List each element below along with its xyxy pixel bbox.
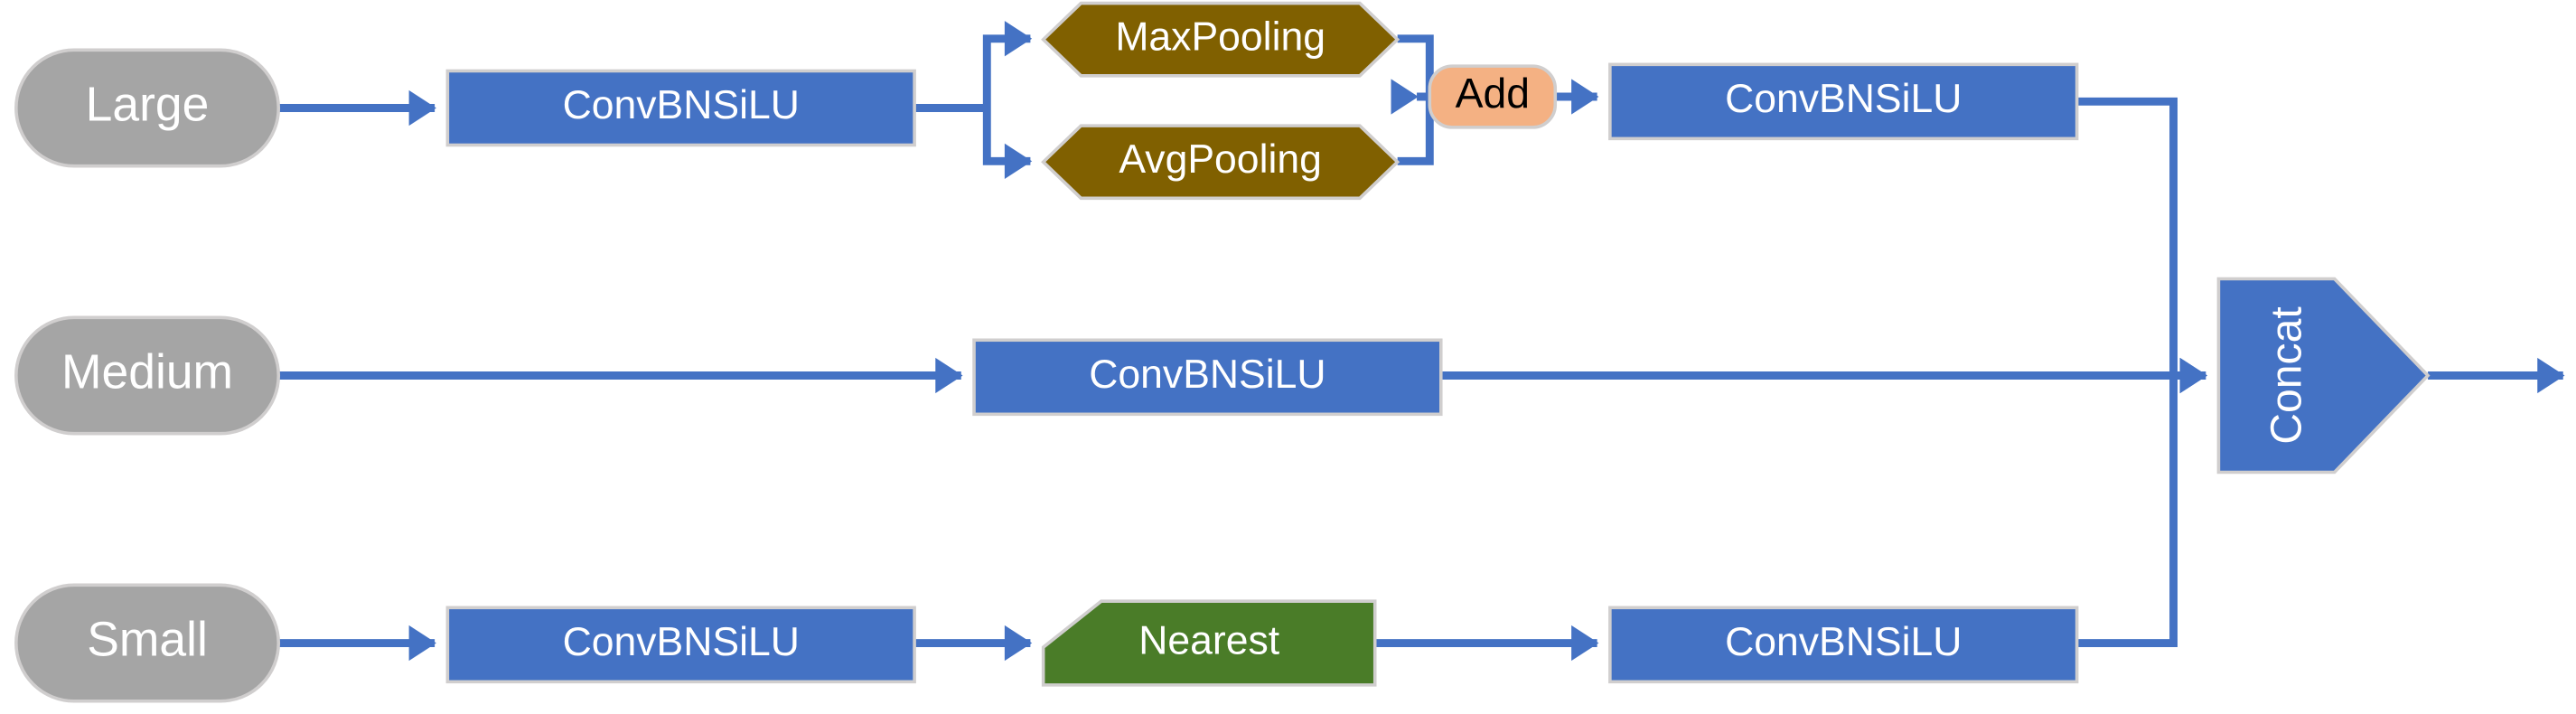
connector-e-small-up — [2076, 357, 2207, 647]
node-conv-small-1[interactable]: ConvBNSiLU — [445, 606, 916, 684]
arrowhead-icon — [408, 89, 436, 127]
connector-e-avg-merge — [1397, 96, 1434, 165]
node-conv-small-2[interactable]: ConvBNSiLU — [1608, 606, 2079, 684]
node-maxpooling[interactable]: MaxPooling — [1041, 1, 1400, 78]
connector-line — [1397, 96, 1434, 165]
node-avgpooling[interactable]: AvgPooling — [1041, 124, 1400, 201]
node-shape-rect[interactable] — [1608, 606, 2079, 684]
edge-layer — [278, 21, 2565, 662]
connector-line — [2076, 371, 2206, 647]
connector-line — [2076, 97, 2206, 380]
connector-e-concat-out — [2428, 357, 2565, 394]
arrowhead-icon — [1004, 21, 1033, 57]
node-shape-hexagon[interactable] — [1041, 1, 1400, 78]
node-shape-rounded-rect[interactable] — [1428, 64, 1558, 129]
node-input-small[interactable]: Small — [14, 583, 281, 703]
connector-e-large-down — [2076, 97, 2207, 394]
connector-e-max-merge — [1391, 34, 1434, 115]
node-conv-medium[interactable]: ConvBNSiLU — [972, 338, 1443, 417]
arrowhead-icon — [935, 357, 963, 394]
connector-e-near-conv — [1374, 625, 1599, 662]
node-shape-pentagon-right[interactable] — [2216, 277, 2431, 474]
arrowhead-icon — [2179, 357, 2207, 394]
connector-e-small-near — [914, 625, 1033, 662]
connector-line — [1397, 34, 1434, 101]
node-shape-rounded-rect[interactable] — [14, 583, 281, 703]
connector-e-large-in — [278, 89, 436, 127]
node-shape-rect[interactable] — [1608, 62, 2079, 141]
connector-e-small-in — [278, 625, 436, 662]
arrowhead-icon — [1571, 79, 1599, 115]
connector-e-split-avg — [982, 108, 1033, 179]
connector-e-split-max — [982, 21, 1033, 108]
node-shape-rect[interactable] — [445, 69, 916, 147]
node-add[interactable]: Add — [1428, 64, 1558, 129]
node-input-large[interactable]: Large — [14, 48, 281, 168]
arrowhead-icon — [1004, 625, 1033, 662]
connector-e-add-conv — [1555, 79, 1599, 115]
arrowhead-icon — [1571, 625, 1599, 662]
node-conv-large-1[interactable]: ConvBNSiLU — [445, 69, 916, 147]
arrowhead-icon — [1391, 79, 1419, 115]
node-shape-rect[interactable] — [445, 606, 916, 684]
connector-e-medium-in — [278, 357, 963, 394]
node-concat[interactable]: Concat — [2216, 277, 2431, 474]
node-input-medium[interactable]: Medium — [14, 315, 281, 436]
node-shape-rect[interactable] — [972, 338, 1443, 417]
arrowhead-icon — [2537, 357, 2565, 394]
node-conv-large-2[interactable]: ConvBNSiLU — [1608, 62, 2079, 141]
node-shape-hexagon[interactable] — [1041, 124, 1400, 201]
arrowhead-icon — [408, 625, 436, 662]
node-shape-trapezoid[interactable] — [1041, 599, 1377, 687]
node-shape-rounded-rect[interactable] — [14, 315, 281, 436]
node-nearest[interactable]: Nearest — [1041, 599, 1377, 687]
connector-e-medium-out — [1440, 357, 2207, 394]
arrowhead-icon — [1004, 143, 1033, 179]
node-shape-rounded-rect[interactable] — [14, 48, 281, 168]
